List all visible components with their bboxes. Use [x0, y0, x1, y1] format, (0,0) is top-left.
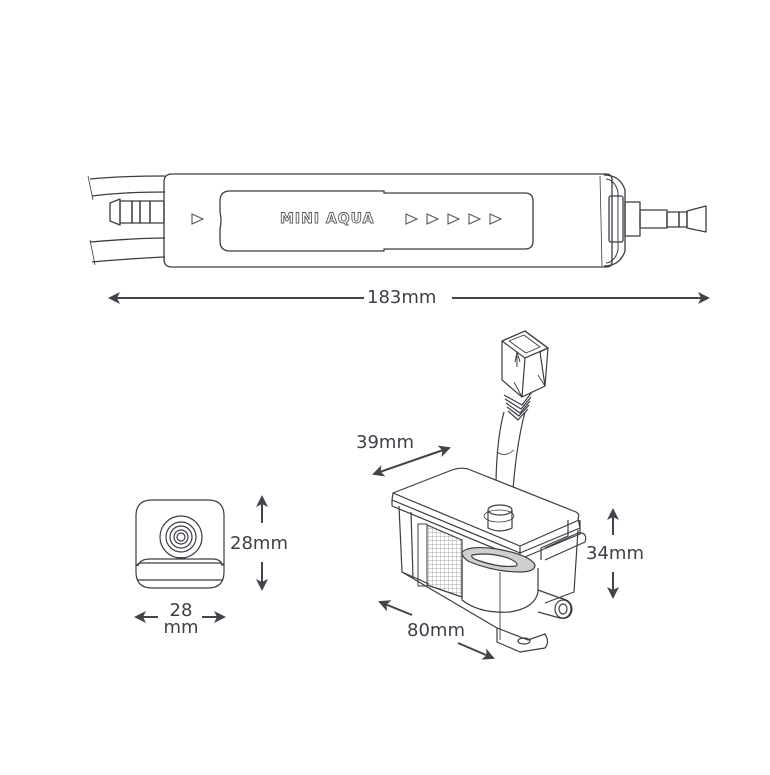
reservoir-unit-icon	[391, 330, 587, 653]
pump-end-icon	[135, 499, 225, 589]
pump-length-dimension-arrow	[378, 600, 495, 660]
flow-arrow-icon	[426, 213, 440, 225]
product-name-label: MINI AQUA	[280, 211, 375, 227]
length-dimension-label: 183mm	[367, 287, 437, 308]
pump-body-icon	[87, 173, 707, 268]
pump-depth-dimension-arrow	[372, 445, 451, 477]
flow-arrow-icon	[191, 213, 205, 225]
pump-depth-dimension-label: 39mm	[356, 432, 414, 453]
pump-length-dimension-label: 80mm	[407, 620, 465, 641]
flow-arrow-icon	[447, 213, 461, 225]
flow-arrow-icon	[489, 213, 503, 225]
end-width-unit: mm	[163, 617, 199, 638]
flow-arrows	[191, 213, 503, 225]
end-width-dimension-label: 28 mm	[160, 600, 202, 638]
pump-height-dimension-label: 34mm	[586, 543, 644, 564]
flow-arrow-icon	[468, 213, 482, 225]
flow-arrow-icon	[405, 213, 419, 225]
end-width-value: 28	[169, 600, 193, 621]
end-height-dimension-label: 28mm	[230, 533, 288, 554]
